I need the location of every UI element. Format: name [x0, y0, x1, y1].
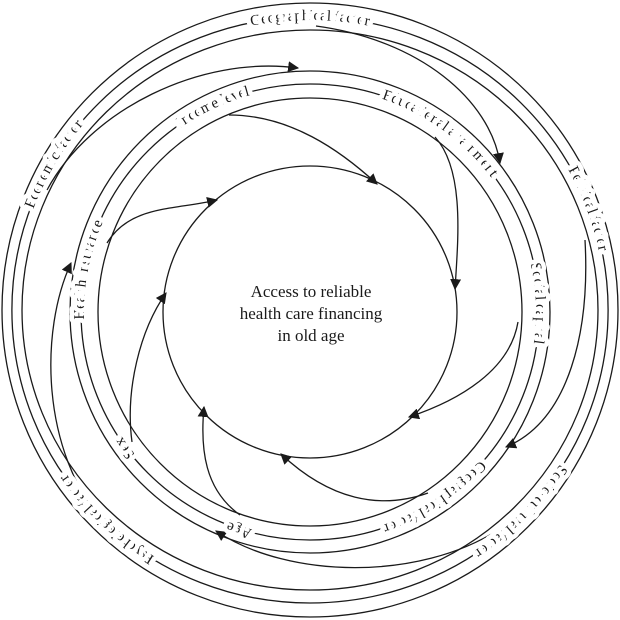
inner-ring-inner-line: [97, 97, 523, 527]
svg-text:Sex: Sex: [112, 434, 139, 462]
outer-label-economic: Economic factor: [18, 113, 91, 216]
arrow-political-to-geographical: [504, 239, 587, 449]
outer-label-socio-cultural: Socio-cultural factor: [467, 457, 574, 565]
inner-label-education: Educational attainment: [376, 83, 506, 185]
inner-label-age: Age: [220, 513, 258, 545]
arrow-sex-to-center: [129, 292, 167, 443]
arrow-health-insurance-to-center: [106, 196, 219, 244]
svg-text:Socio-cultural factor: Socio-cultural factor: [472, 462, 570, 561]
arrow-psychological-to-health-insurance: [50, 262, 106, 526]
inner-label-social-capital: Social capital: [522, 257, 552, 350]
svg-text:Economic factor: Economic factor: [23, 117, 87, 211]
arrow-geographical-to-center: [280, 453, 429, 502]
svg-text:Age: Age: [224, 518, 253, 541]
center-title-line-1: Access to reliable: [251, 282, 372, 301]
outer-ring-inner-line: [21, 29, 599, 591]
center-title-line-2: health care financing: [240, 304, 383, 323]
arrow-education-to-center: [434, 136, 462, 291]
svg-text:Geographical factor: Geographical factor: [249, 8, 371, 30]
outer-label-psychological: Psychological factor: [52, 467, 161, 571]
svg-text:Social capital: Social capital: [526, 261, 547, 345]
inner-label-geographical: Geographical factor: [377, 453, 493, 541]
inner-ring-outer-line: [69, 70, 551, 554]
svg-text:Educational attainment: Educational attainment: [380, 88, 501, 181]
arrow-geographical-to-education: [315, 25, 504, 165]
arrow-age-to-center: [197, 405, 241, 516]
outer-label-geographical: Geographical factor: [245, 4, 376, 35]
arrow-social-capital-to-center: [407, 321, 519, 420]
svg-text:Geographical factor: Geographical factor: [381, 457, 488, 536]
center-title-line-3: in old age: [277, 326, 344, 345]
svg-text:Psychological factor: Psychological factor: [57, 471, 157, 566]
center-circle: [162, 165, 458, 459]
arrow-economic-to-income: [46, 61, 300, 191]
arrow-income-to-center: [228, 114, 378, 185]
arrow-socio-cultural-to-age: [215, 529, 499, 569]
inner-label-sex: Sex: [107, 429, 143, 466]
